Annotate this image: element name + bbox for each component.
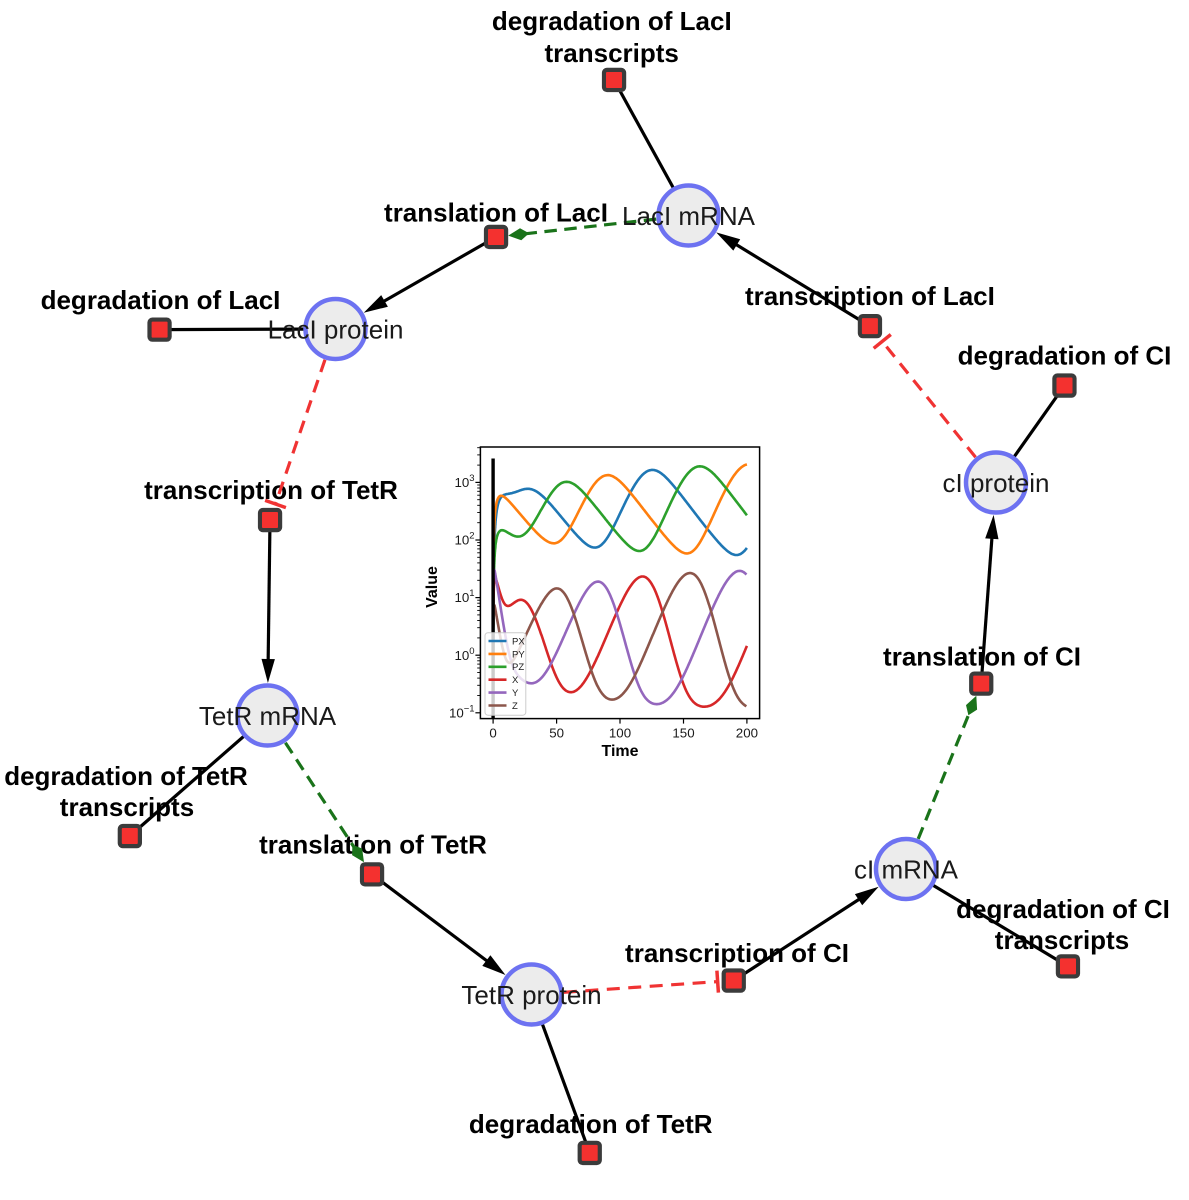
- svg-text:degradation of CI: degradation of CI: [958, 341, 1172, 371]
- svg-text:TetR mRNA: TetR mRNA: [199, 701, 337, 731]
- svg-text:50: 50: [549, 726, 564, 741]
- svg-text:Value: Value: [424, 566, 441, 608]
- svg-text:TetR protein: TetR protein: [461, 980, 601, 1010]
- svg-text:cI protein: cI protein: [943, 468, 1050, 498]
- svg-text:transcription of LacI: transcription of LacI: [745, 281, 995, 311]
- svg-text:LacI protein: LacI protein: [268, 315, 404, 345]
- svg-text:transcription of TetR: transcription of TetR: [144, 475, 398, 505]
- svg-text:degradation of LacI: degradation of LacI: [41, 285, 281, 315]
- svg-text:X: X: [512, 675, 519, 686]
- svg-text:Z: Z: [512, 701, 518, 712]
- svg-text:Y: Y: [512, 688, 519, 699]
- svg-text:PY: PY: [512, 649, 525, 660]
- svg-text:0: 0: [489, 726, 496, 741]
- svg-text:LacI mRNA: LacI mRNA: [622, 201, 756, 231]
- svg-text:cI mRNA: cI mRNA: [854, 855, 959, 885]
- svg-text:degradation of TetR: degradation of TetR: [469, 1109, 713, 1139]
- svg-text:transcripts: transcripts: [545, 38, 679, 68]
- svg-text:transcripts: transcripts: [995, 925, 1129, 955]
- svg-text:translation of LacI: translation of LacI: [384, 198, 608, 228]
- svg-text:transcripts: transcripts: [60, 792, 194, 822]
- svg-text:100: 100: [609, 726, 631, 741]
- svg-text:PX: PX: [512, 636, 525, 647]
- svg-text:200: 200: [736, 726, 758, 741]
- svg-text:transcription of CI: transcription of CI: [625, 938, 849, 968]
- svg-text:Time: Time: [601, 743, 638, 760]
- svg-text:150: 150: [672, 726, 694, 741]
- svg-text:PZ: PZ: [512, 662, 524, 673]
- svg-text:translation of TetR: translation of TetR: [259, 830, 487, 860]
- svg-text:degradation of LacI: degradation of LacI: [492, 6, 732, 36]
